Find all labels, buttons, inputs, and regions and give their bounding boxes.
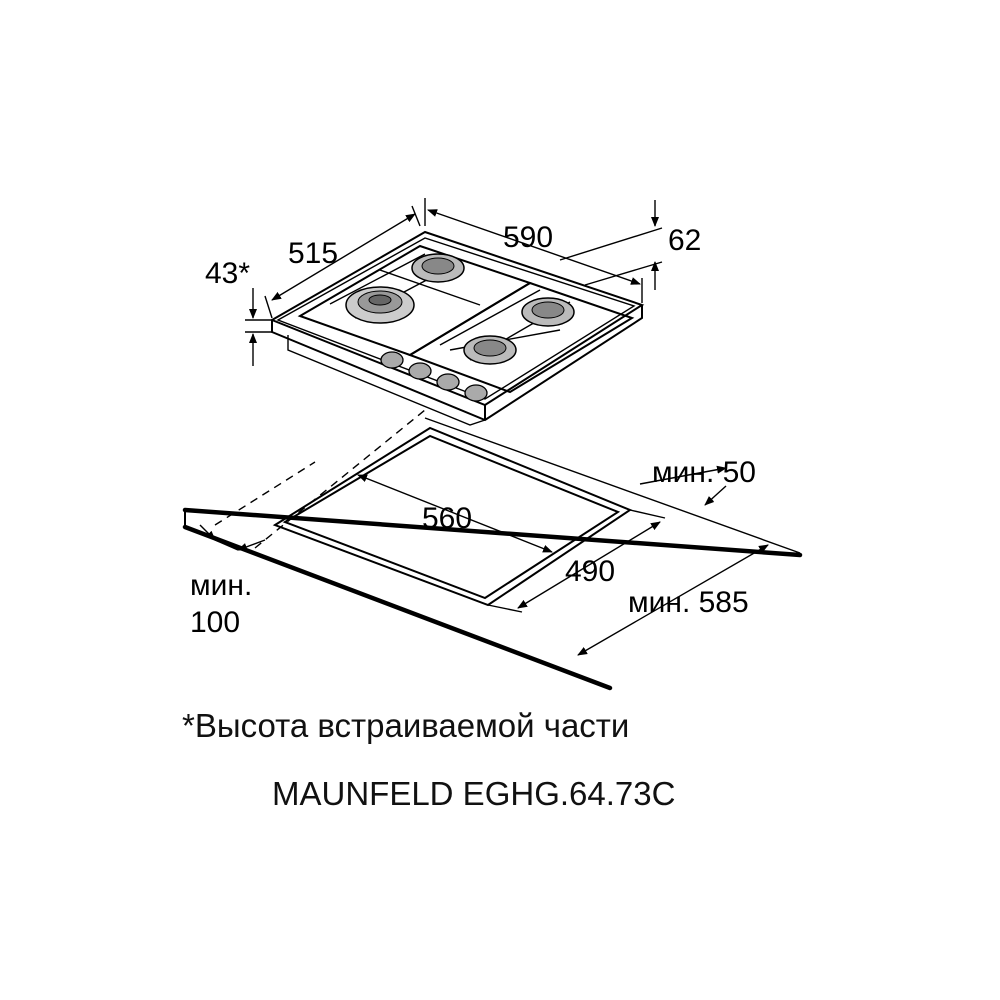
dimension-depth-top: 515: [264, 205, 421, 319]
model-name: MAUNFELD EGHG.64.73C: [272, 775, 676, 812]
dimension-back-clearance: мин. 50: [639, 456, 756, 506]
dimension-height-top: 62: [559, 200, 701, 290]
dimension-countertop-depth: мин. 585: [577, 544, 769, 656]
label-43: 43*: [205, 257, 250, 290]
burner-icon: [463, 335, 517, 365]
dimension-cutout-width: 560: [357, 474, 553, 553]
footnote-text: *Высота встраиваемой части: [182, 707, 630, 744]
pan-grate: [297, 244, 635, 394]
label-590: 590: [503, 221, 553, 254]
dimension-side-clearance: мин. 100: [190, 524, 266, 639]
label-min-585: мин. 585: [628, 586, 749, 619]
burner-icon: [345, 286, 415, 324]
label-515: 515: [288, 237, 338, 270]
dimension-width-top: 590: [424, 198, 643, 303]
dimension-embed-height: 43*: [205, 257, 272, 366]
label-min-side-line2: 100: [190, 606, 240, 639]
label-62: 62: [668, 224, 701, 257]
label-min-50: мин. 50: [652, 456, 756, 489]
control-knob-icon: [380, 351, 488, 402]
label-490: 490: [565, 555, 615, 588]
burner-icon: [411, 253, 465, 283]
label-560: 560: [422, 502, 472, 535]
projection-line: [254, 409, 426, 549]
burner-icon: [521, 297, 575, 327]
label-min-side-line1: мин.: [190, 569, 252, 602]
